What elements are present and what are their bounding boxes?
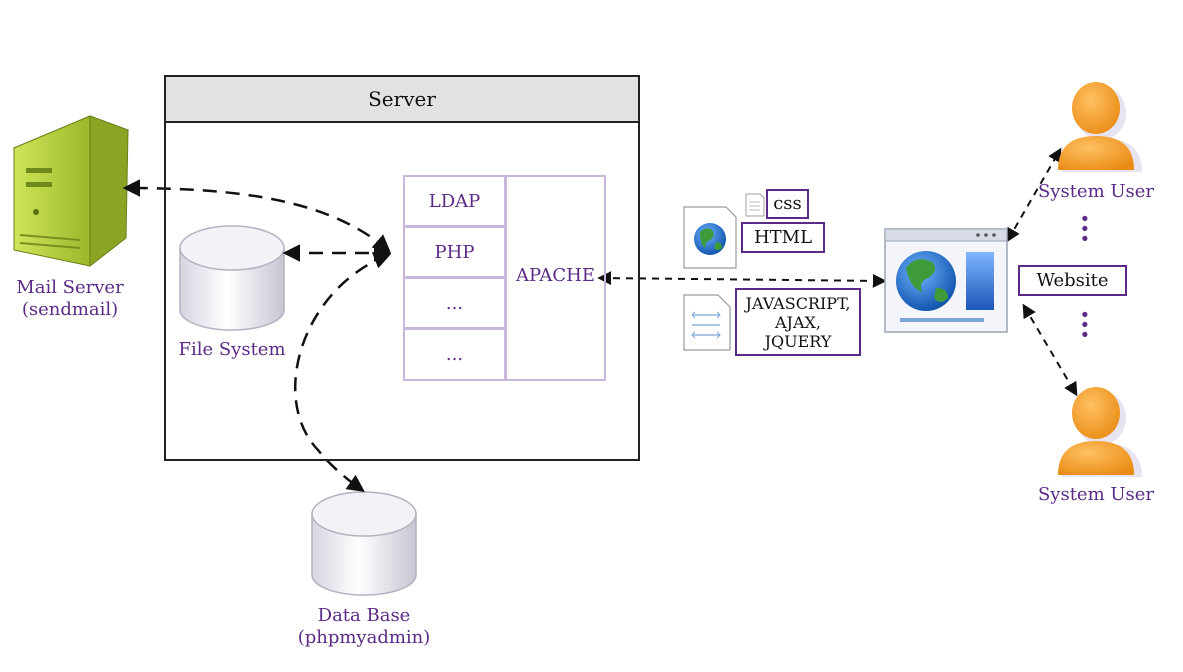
database-label-line1: Data Base: [317, 605, 411, 626]
database-cylinder-icon: [311, 491, 417, 596]
apache-module: APACHE: [505, 175, 606, 381]
browser-window-icon: [884, 228, 1008, 333]
website-to-top-user-arrow: [1006, 147, 1062, 243]
database-label: Data Base (phpmyadmin): [284, 605, 444, 649]
file-system-label: File System: [178, 339, 286, 360]
apache-to-website-arrow: [597, 271, 887, 288]
mail-server-icon: [12, 115, 130, 268]
website-to-bottom-user-arrow: [1022, 303, 1078, 397]
javascript-tag-line1: JAVASCRIPT,: [745, 293, 851, 313]
css-document-icon: [745, 193, 765, 217]
extra-module-2: ...: [403, 328, 506, 381]
code-document-icon: [683, 294, 731, 351]
css-tag: css: [766, 189, 809, 219]
mail-server-label-line2: (sendmail): [21, 299, 119, 320]
database-label-line2: (phpmyadmin): [297, 627, 431, 648]
ldap-module: LDAP: [403, 175, 506, 227]
mail-to-php-arrow: [122, 179, 391, 253]
javascript-tag-line2: AJAX,: [775, 312, 821, 332]
website-tag: Website: [1018, 265, 1127, 296]
extra-module-1: ...: [403, 277, 506, 329]
php-module: PHP: [403, 226, 506, 278]
ellipsis-bottom: ···: [1080, 298, 1090, 351]
globe-document-icon: [683, 206, 737, 269]
php-to-database-arrow: [294, 252, 392, 493]
system-user-top-label: System User: [1037, 181, 1155, 202]
system-user-bottom-label: System User: [1037, 484, 1155, 505]
server-title: Server: [164, 75, 640, 123]
javascript-tag-line3: JQUERY: [764, 331, 832, 351]
ellipsis-top: ···: [1080, 202, 1090, 255]
mail-server-label-line1: Mail Server: [16, 277, 124, 298]
javascript-tag: JAVASCRIPT, AJAX, JQUERY: [735, 288, 861, 356]
user-icon-top: [1058, 82, 1142, 172]
mail-server-label: Mail Server (sendmail): [0, 277, 140, 321]
user-icon-bottom: [1058, 387, 1142, 477]
html-tag: HTML: [741, 222, 825, 253]
